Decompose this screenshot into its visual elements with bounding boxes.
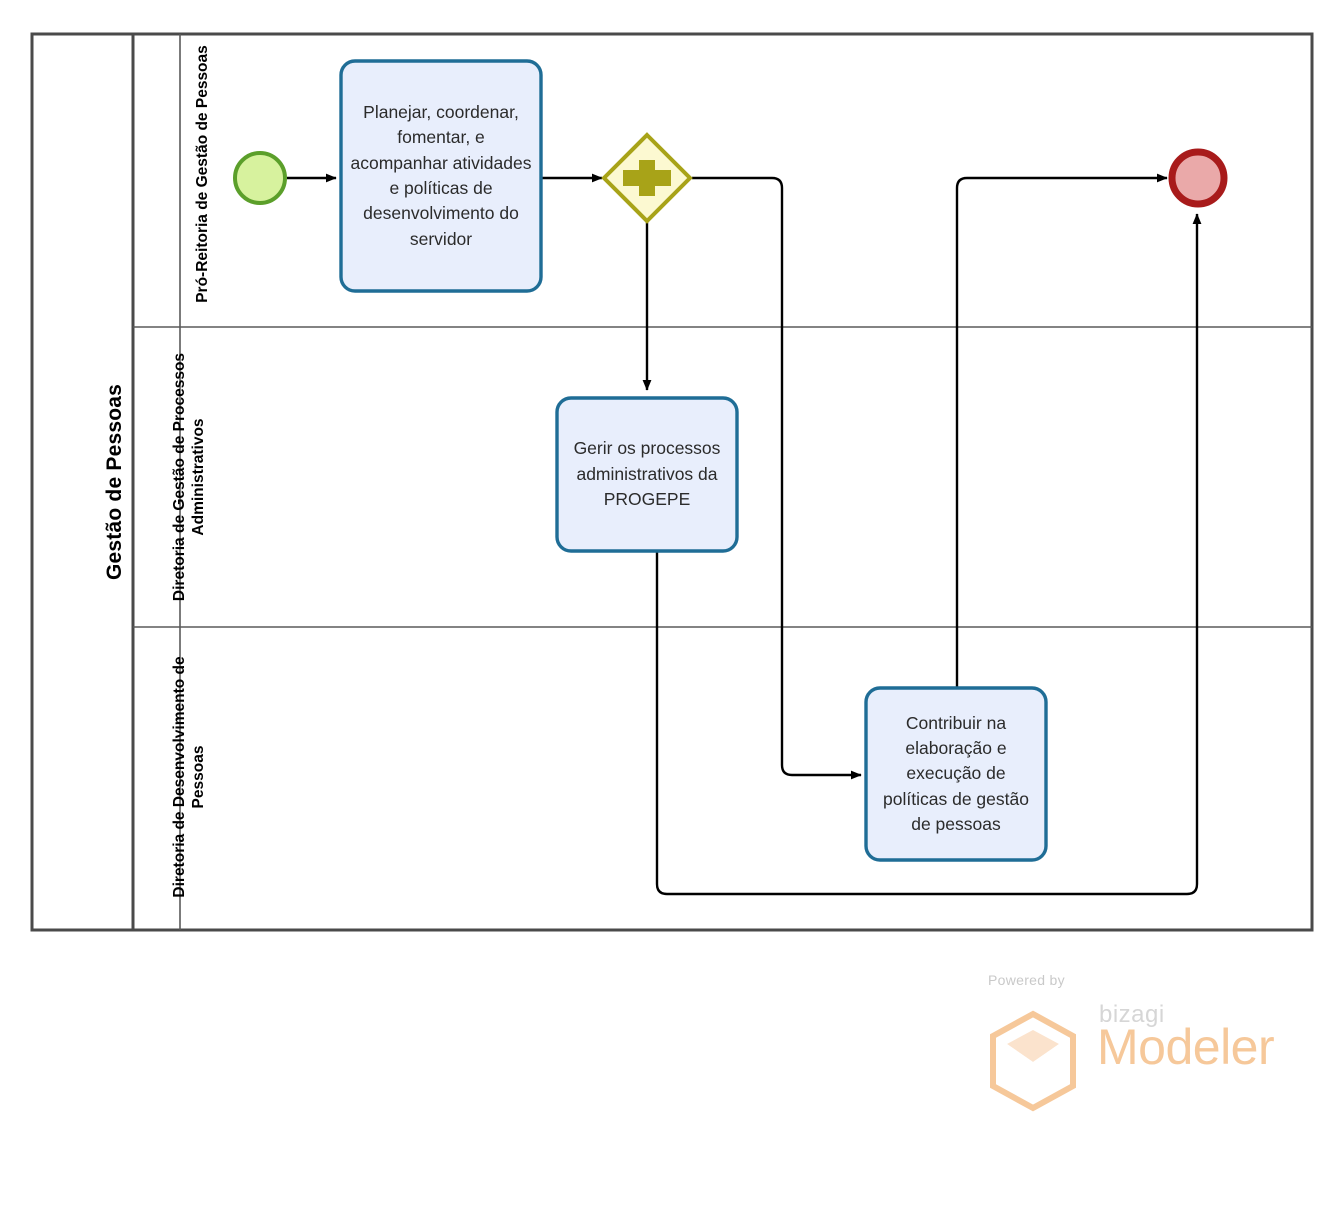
bizagi-hexagon-logo-icon [990,1010,1076,1112]
watermark-powered-by-text: Powered by [988,972,1065,988]
flow-gateway-to-contribuir [692,176,862,780]
task-gerir[interactable] [555,396,739,553]
task-contribuir[interactable] [864,686,1048,862]
gateway-parallel[interactable] [601,132,693,224]
start-event[interactable] [233,151,287,205]
bizagi-watermark: Powered by bizagi Modeler [975,972,1275,1112]
plus-icon [623,160,671,196]
flow-gerir-to-end [655,213,1202,896]
task-planejar[interactable] [339,59,543,293]
watermark-product-text: Modeler [1097,1019,1275,1075]
flow-contribuir-to-end [955,173,1168,688]
watermark-brand-text: bizagi [1099,1001,1165,1028]
end-event[interactable] [1168,148,1228,208]
sequence-flows [287,173,1202,896]
